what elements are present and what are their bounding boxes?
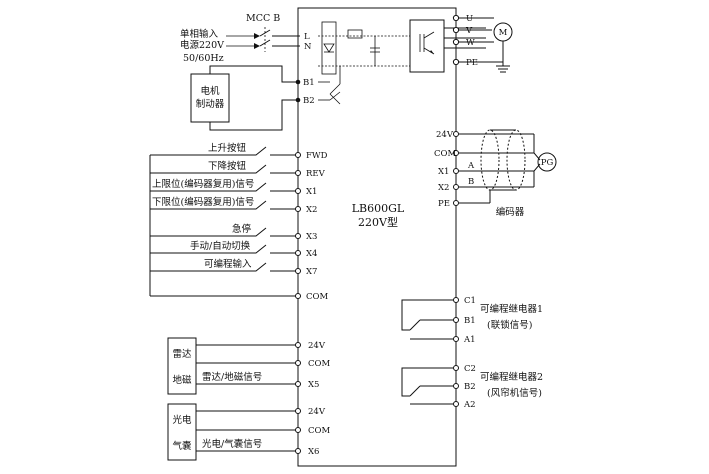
radar-label-1: 雷达 — [172, 348, 192, 360]
terminal-X7: X7 — [306, 267, 317, 277]
encoder-channel-B: B — [468, 177, 474, 187]
encoder-label: 编码器 — [496, 206, 525, 218]
radar-label-2: 地磁 — [172, 374, 192, 386]
terminal-C2: C2 — [464, 364, 476, 374]
terminal-24V-encoder: 24V — [436, 130, 454, 140]
terminal-W: W — [466, 38, 475, 48]
inverter-model: LB600GL — [352, 202, 405, 215]
terminal-X2-in: X2 — [306, 205, 317, 215]
photo-signal-label: 光电/气囊信号 — [202, 438, 262, 450]
terminal-COM-radar: COM — [308, 359, 330, 369]
terminal-L: L — [304, 32, 310, 42]
power-input-block: 单相输入 电源220V 50/60Hz MCC B L N — [180, 13, 312, 64]
relay1-label-2: (联锁信号) — [487, 319, 532, 331]
terminal-COM-encoder: COM — [434, 149, 456, 159]
radar-box — [167, 337, 197, 395]
input-label-x4: 手动/自动切换 — [190, 240, 251, 252]
terminal-COM-in: COM — [306, 292, 328, 302]
terminal-X1-encoder: X1 — [438, 167, 449, 177]
terminal-REV: REV — [306, 169, 326, 179]
terminal-B1-relay: B1 — [464, 316, 476, 326]
terminal-X4: X4 — [306, 249, 317, 259]
terminal-PE-motor: PE — [466, 58, 478, 68]
input-label-x3: 急停 — [232, 223, 252, 235]
terminal-U: U — [466, 14, 473, 24]
terminal-X3: X3 — [306, 232, 317, 242]
power-input-label-2: 电源220V — [180, 39, 224, 51]
terminal-PE-encoder: PE — [438, 199, 450, 209]
inverter-box — [297, 7, 457, 467]
terminal-B2: B2 — [303, 96, 315, 106]
input-label-fwd: 上升按钮 — [208, 142, 247, 154]
input-label-x2: 下限位(编码器复用)信号 — [152, 196, 254, 208]
terminal-FWD: FWD — [306, 151, 328, 161]
terminal-V: V — [465, 26, 473, 36]
relay2-block: C2 B2 A2 可编程继电器2 (风帘机信号) — [401, 364, 543, 410]
terminal-X5: X5 — [308, 380, 319, 390]
encoder-block: 24V COM X1 X2 PE A B PG 编码器 — [434, 129, 557, 218]
terminal-X1-in: X1 — [306, 187, 317, 197]
terminal-B1: B1 — [303, 78, 315, 88]
input-label-x1: 上限位(编码器复用)信号 — [152, 178, 254, 190]
terminal-A1: A1 — [463, 335, 476, 345]
internal-power-circuit — [318, 19, 445, 105]
photo-label-1: 光电 — [172, 414, 192, 426]
brake-label-1: 电机 — [200, 85, 220, 97]
radar-block: 雷达 地磁 雷达/地磁信号 24V COM X5 — [167, 337, 330, 395]
relay1-label-1: 可编程继电器1 — [480, 303, 543, 315]
relay2-label-1: 可编程继电器2 — [480, 371, 543, 383]
input-signal-block: 上升按钮 FWD 下降按钮 REV 上限位(编码器复用)信号 X1 下限位(编码… — [149, 142, 328, 302]
terminal-24V-radar: 24V — [308, 341, 326, 351]
inverter-voltage: 220V型 — [358, 215, 398, 229]
terminal-A2: A2 — [463, 400, 476, 410]
terminal-N: N — [304, 42, 312, 52]
brake-block: 电机 制动器 B1 B2 — [190, 65, 341, 131]
power-input-label-1: 单相输入 — [180, 28, 219, 40]
terminal-X6: X6 — [308, 447, 319, 457]
terminal-X2-encoder: X2 — [438, 183, 449, 193]
pg-label: PG — [541, 158, 554, 168]
radar-signal-label: 雷达/地磁信号 — [202, 371, 262, 383]
terminal-COM-photo: COM — [308, 426, 330, 436]
terminal-B2-relay: B2 — [464, 382, 476, 392]
motor-label: M — [499, 28, 508, 38]
encoder-channel-A: A — [467, 161, 475, 171]
motor-output-block: U V W PE M — [444, 14, 513, 73]
brake-label-2: 制动器 — [196, 98, 225, 110]
input-label-rev: 下降按钮 — [208, 160, 247, 172]
photo-box — [167, 403, 197, 461]
relay1-block: C1 B1 A1 可编程继电器1 (联锁信号) — [401, 296, 543, 345]
power-input-label-3: 50/60Hz — [183, 53, 224, 64]
pg-symbol — [537, 152, 557, 172]
terminal-24V-photo: 24V — [308, 407, 326, 417]
relay2-label-2: (风帘机信号) — [487, 387, 542, 399]
photo-label-2: 气囊 — [172, 440, 192, 452]
input-label-x7: 可编程输入 — [204, 258, 252, 270]
photo-block: 光电 气囊 光电/气囊信号 24V COM X6 — [167, 403, 330, 461]
breaker-label: MCC B — [246, 13, 280, 24]
brake-box — [190, 73, 230, 123]
terminal-C1: C1 — [464, 296, 476, 306]
